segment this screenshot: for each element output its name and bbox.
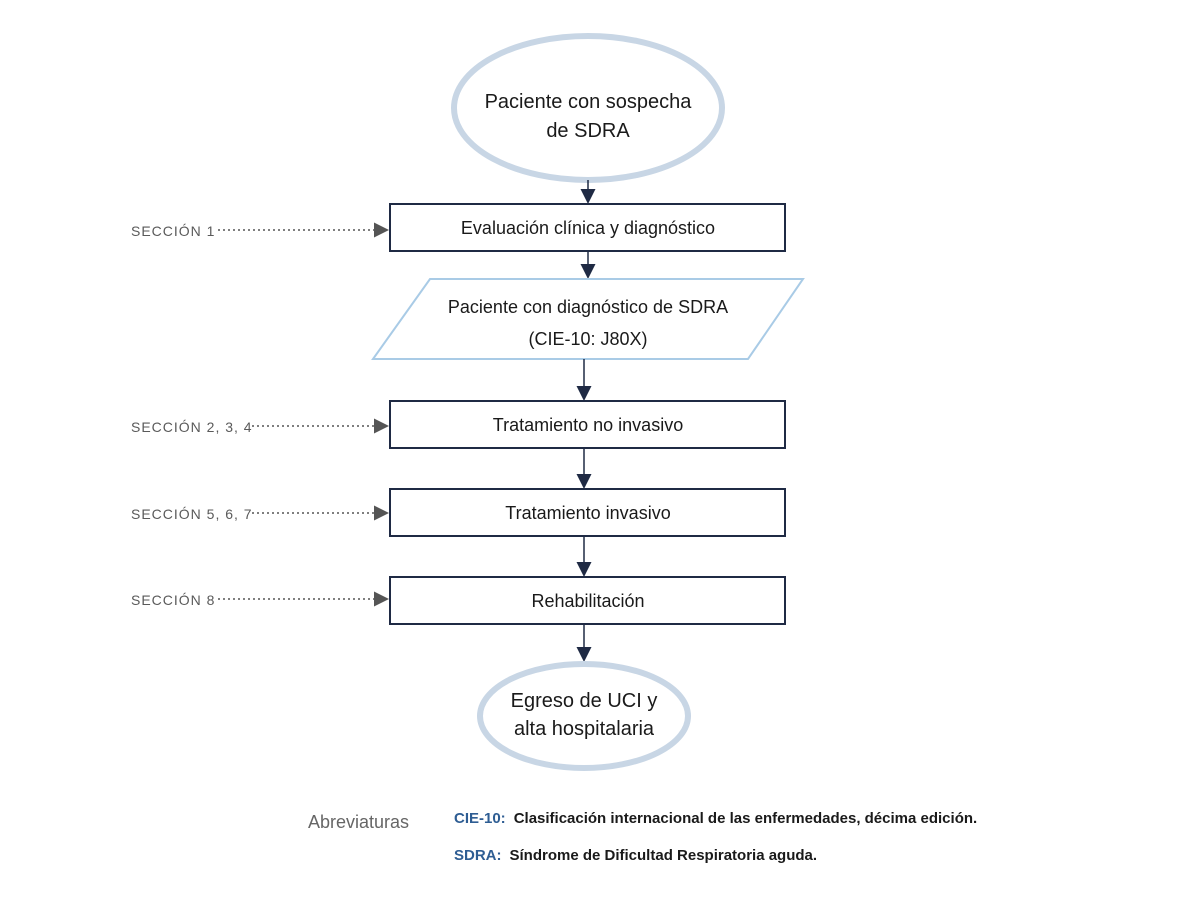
abbreviation-key: CIE-10: bbox=[454, 810, 506, 827]
abbreviation-item: SDRA: Síndrome de Dificultad Respiratoria… bbox=[454, 847, 817, 864]
diagnosis-parallelogram bbox=[371, 278, 805, 360]
rehab-label: Rehabilitación bbox=[531, 591, 644, 611]
end-node-line1: Egreso de UCI y bbox=[511, 690, 658, 712]
abbreviation-text: Clasificación internacional de las enfer… bbox=[513, 810, 978, 827]
evaluation-label: Evaluación clínica y diagnóstico bbox=[461, 218, 715, 238]
start-node-line2: de SDRA bbox=[546, 120, 630, 142]
diagnosis-line2: (CIE-10: J80X) bbox=[528, 329, 647, 349]
evaluation-box bbox=[389, 203, 786, 252]
end-node bbox=[477, 661, 691, 771]
section-label-1: SECCIÓN 1 bbox=[131, 223, 215, 239]
diagnosis-line1: Paciente con diagnóstico de SDRA bbox=[448, 297, 728, 317]
invasive-label: Tratamiento invasivo bbox=[505, 503, 670, 523]
abbreviation-key: SDRA: bbox=[454, 847, 502, 864]
invasive-box bbox=[389, 488, 786, 537]
section-label-2: SECCIÓN 2, 3, 4 bbox=[131, 419, 253, 435]
start-node-line1: Paciente con sospecha bbox=[485, 91, 693, 113]
section-label-4: SECCIÓN 8 bbox=[131, 592, 215, 608]
section-label-3: SECCIÓN 5, 6, 7 bbox=[131, 506, 253, 522]
end-node-line2: alta hospitalaria bbox=[514, 718, 655, 740]
rehab-box bbox=[389, 576, 786, 625]
noninvasive-label: Tratamiento no invasivo bbox=[493, 415, 683, 435]
noninvasive-box bbox=[389, 400, 786, 449]
abbreviations-title: Abreviaturas bbox=[308, 812, 410, 832]
abbreviation-text: Síndrome de Dificultad Respiratoria agud… bbox=[509, 847, 818, 864]
abbreviation-item: CIE-10: Clasificación internacional de la… bbox=[454, 810, 977, 827]
